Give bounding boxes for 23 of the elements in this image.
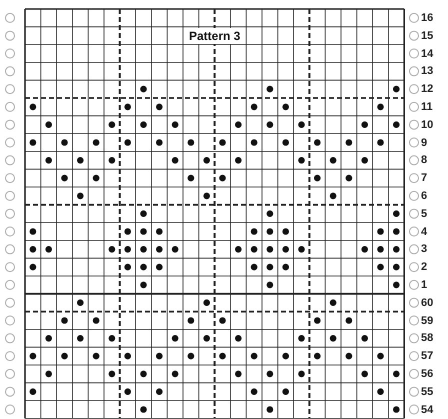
- row-number: 60: [421, 296, 434, 309]
- row-number: 54: [421, 404, 434, 416]
- row-number: 55: [421, 386, 434, 398]
- row-number: 10: [421, 118, 434, 131]
- row-number: 15: [421, 30, 434, 42]
- row-number: 4: [421, 226, 428, 238]
- row-number: 14: [421, 48, 434, 60]
- row-number: 2: [421, 261, 428, 274]
- row-number: 13: [421, 65, 434, 78]
- row-number: 12: [421, 83, 434, 96]
- row-number: 1: [421, 278, 428, 291]
- row-number: 7: [421, 172, 428, 184]
- row-number: 57: [421, 350, 434, 362]
- row-number: 9: [421, 136, 428, 148]
- row-number: 8: [421, 154, 428, 166]
- row-number: 6: [421, 190, 428, 202]
- row-number: 58: [421, 332, 434, 344]
- row-number: 3: [421, 243, 428, 256]
- row-number: 5: [421, 208, 428, 220]
- row-number: 59: [421, 314, 434, 326]
- row-number: 16: [421, 12, 434, 24]
- row-number: 11: [421, 100, 433, 113]
- row-number: 56: [421, 368, 434, 380]
